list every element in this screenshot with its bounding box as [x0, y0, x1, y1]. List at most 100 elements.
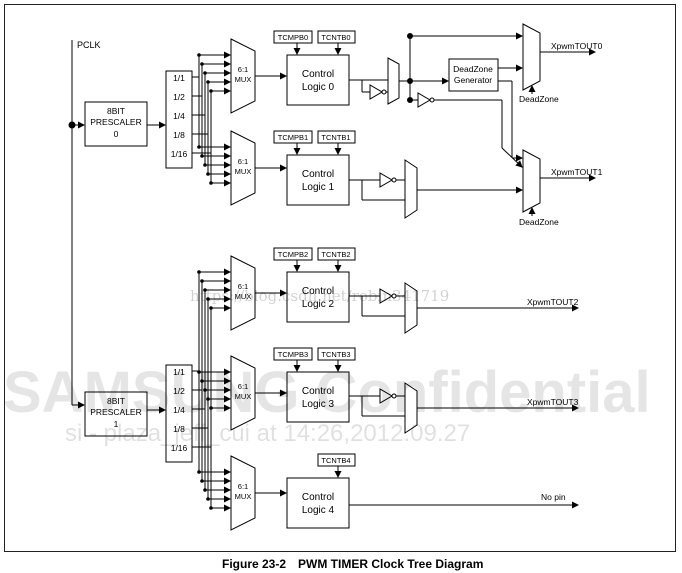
tcntb-0-label: TCNTB0 — [321, 33, 350, 42]
bus-junction-dot — [206, 497, 210, 501]
control-logic-1-line1: Control — [302, 169, 334, 180]
tout0-mux-icon — [522, 23, 541, 91]
control-logic-2-line2: Logic 2 — [302, 299, 335, 310]
bus-junction-dot — [197, 270, 201, 274]
ch3-out-mux-icon — [404, 382, 418, 434]
ch1-out-mux-icon — [404, 159, 418, 219]
mux-1-label-top: 6:1 — [238, 157, 248, 166]
channel-3-output-stage: XpwmTOUT3 — [349, 382, 579, 434]
control-logic-3-block — [286, 371, 350, 423]
ch3-inverter-icon — [379, 388, 393, 404]
no-pin-label: No pin — [541, 492, 566, 502]
prescaler-0-block: 8BIT PRESCALER 0 — [84, 101, 148, 147]
tout2-label: XpwmTOUT2 — [527, 297, 579, 307]
prescaler-0-line1: 8BIT — [107, 106, 125, 116]
tcntb-1-register — [317, 130, 356, 144]
bus-junction-dot — [209, 406, 213, 410]
bus-junction-dot — [203, 163, 207, 167]
stamp-watermark: si - plaza_jeff_cui at 14:26,2012.09.27 — [65, 420, 470, 447]
control-logic-1-line2: Logic 1 — [302, 182, 335, 193]
mux-0-label-bottom: MUX — [235, 75, 252, 84]
ch0-out-mux-icon — [387, 57, 400, 105]
figure-caption: Figure 23-2 PWM TIMER Clock Tree Diagram — [0, 557, 682, 573]
tcntb-4-register — [317, 453, 356, 467]
deadzone-generator-line1: DeadZone — [453, 64, 493, 74]
prescaler-0-line2: PRESCALER — [90, 117, 142, 127]
tout0-label: XpwmTOUT0 — [551, 41, 603, 51]
divider-0-bus — [192, 51, 231, 187]
ch0-upper-junction-dot — [407, 33, 413, 39]
mux-4-icon — [230, 455, 256, 531]
bus-junction-dot — [197, 370, 201, 374]
ch2-out-mux-icon — [404, 282, 418, 334]
bus-junction-dot — [206, 80, 210, 84]
mux-0-icon — [230, 38, 256, 114]
control-logic-0-line2: Logic 0 — [302, 82, 335, 93]
divider-0-1-16: 1/16 — [171, 149, 188, 159]
channel-1-output-stage — [349, 159, 523, 219]
divider-1-1-8: 1/8 — [173, 424, 185, 434]
mux-0-label-top: 6:1 — [238, 65, 248, 74]
divider-1-1-4: 1/4 — [173, 405, 185, 415]
tcmpb-0-register — [273, 30, 313, 44]
channel-4-output-stage: No pin — [349, 492, 579, 509]
divider-0-1-8: 1/8 — [173, 130, 185, 140]
control-logic-0-line1: Control — [302, 69, 334, 80]
mux-3-label-top: 6:1 — [238, 382, 248, 391]
ch0-inverter-icon — [369, 84, 383, 100]
divider-0-block: 1/1 1/2 1/4 1/8 1/16 — [165, 70, 193, 169]
deadzone-generator-block: DeadZone Generator — [448, 58, 499, 92]
bus-junction-dot — [200, 479, 204, 483]
tout1-mux-icon — [522, 149, 541, 213]
control-logic-3-line1: Control — [302, 386, 334, 397]
divider-0-1-2: 1/2 — [173, 92, 185, 102]
bus-junction-dot — [200, 154, 204, 158]
divider-0-1-1: 1/1 — [173, 73, 185, 83]
divider-1-1-2: 1/2 — [173, 386, 185, 396]
mux-2-icon — [230, 255, 256, 331]
bus-junction-dot — [206, 172, 210, 176]
mux-4-label-bottom: MUX — [235, 492, 252, 501]
divider-1-bus — [192, 268, 231, 512]
tcntb-4-label: TCNTB4 — [321, 456, 350, 465]
figure-number: Figure 23-2 — [222, 557, 287, 571]
control-logic-4-line2: Logic 4 — [302, 505, 335, 516]
ch1-inverter-icon — [379, 172, 393, 188]
confidential-watermark: SAMSUNG Confidential — [3, 360, 651, 425]
channel-2-output-stage: XpwmTOUT2 — [349, 282, 579, 334]
tcmpb-3-label: TCMPB3 — [278, 350, 308, 359]
tcmpb-0-label: TCMPB0 — [278, 33, 308, 42]
bus-junction-dot — [200, 279, 204, 283]
prescaler-1-line3: 1 — [114, 419, 119, 429]
tcmpb-2-register — [273, 247, 313, 261]
ch0-inverter2-bubble-icon — [429, 97, 435, 103]
prescaler-0-line3: 0 — [114, 129, 119, 139]
bus-junction-dot — [206, 397, 210, 401]
tcntb-3-register — [317, 347, 356, 361]
tout3-label: XpwmTOUT3 — [527, 397, 579, 407]
tout0-mux: XpwmTOUT0 DeadZone — [519, 23, 603, 104]
ch2-inverter-icon — [379, 288, 393, 304]
mux-2-label-bottom: MUX — [235, 292, 252, 301]
control-logic-4-block — [286, 477, 350, 529]
bus-junction-dot — [203, 71, 207, 75]
pclk-label: PCLK — [77, 40, 101, 50]
tcntb-0-register — [317, 30, 356, 44]
divider-1-1-1: 1/1 — [173, 367, 185, 377]
prescaler-1-line2: PRESCALER — [90, 407, 142, 417]
control-logic-4-line1: Control — [302, 492, 334, 503]
deadzone-0-label: DeadZone — [519, 94, 559, 104]
deadzone-1-label: DeadZone — [519, 217, 559, 227]
channel-0-output-stage — [349, 32, 523, 168]
bus-junction-dot — [203, 288, 207, 292]
ch1-inverter-bubble-icon — [391, 177, 397, 183]
